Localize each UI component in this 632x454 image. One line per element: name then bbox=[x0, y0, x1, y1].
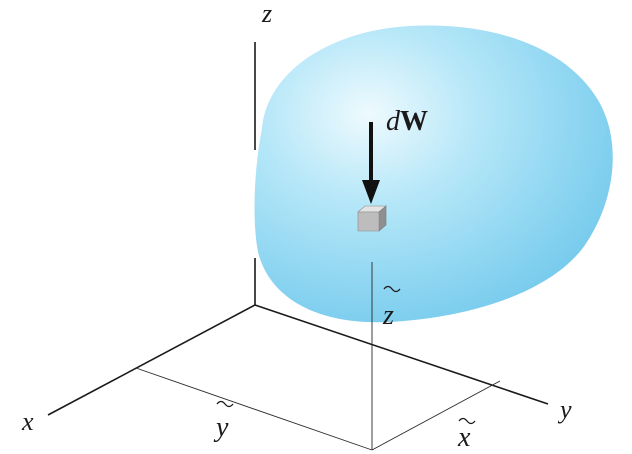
y-tilde-label: y bbox=[213, 412, 229, 443]
force-label-prefix: d bbox=[386, 106, 401, 137]
force-label-vector: W bbox=[400, 106, 428, 137]
z-axis-label: z bbox=[261, 0, 272, 28]
y-tilde-dimension-line bbox=[135, 367, 373, 451]
z-tilde-label-group: z bbox=[382, 285, 401, 331]
x-tilde-label-group: x bbox=[457, 417, 476, 453]
z-tilde-label: z bbox=[382, 300, 394, 331]
y-tilde-label-group: y bbox=[213, 400, 234, 443]
y-axis-label: y bbox=[557, 395, 572, 424]
weight-arrow bbox=[362, 122, 380, 204]
solid-body bbox=[254, 25, 613, 323]
x-tilde-dimension-line bbox=[371, 380, 501, 451]
differential-element bbox=[357, 205, 387, 232]
x-axis bbox=[47, 304, 256, 416]
x-axis-label: x bbox=[21, 407, 34, 436]
x-tilde-label: x bbox=[457, 422, 471, 453]
force-label: dW bbox=[386, 106, 428, 137]
y-axis bbox=[254, 304, 549, 405]
